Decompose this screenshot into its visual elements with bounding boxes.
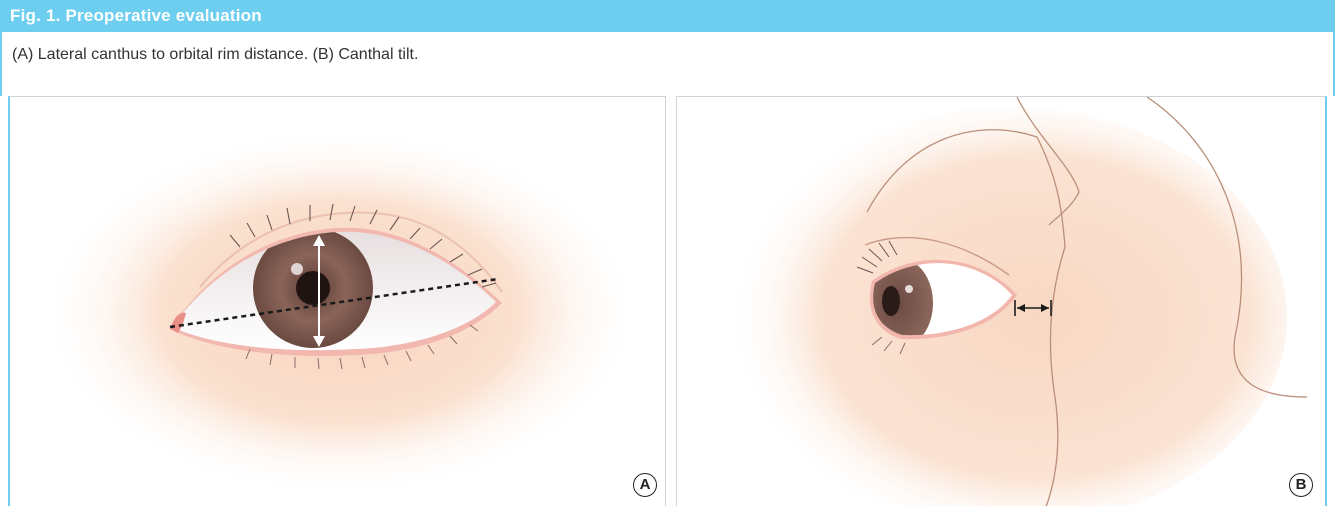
corneal-reflection — [905, 285, 913, 293]
pupil — [882, 286, 900, 316]
caption-bar: (A) Lateral canthus to orbital rim dista… — [0, 32, 1335, 96]
pupil — [296, 271, 330, 305]
lateral-eye-illustration — [677, 97, 1327, 506]
panel-a: A — [8, 96, 666, 506]
panel-b: B — [676, 96, 1327, 506]
frontal-eye-illustration — [10, 97, 666, 506]
figure-caption: (A) Lateral canthus to orbital rim dista… — [12, 46, 418, 64]
panel-label-a: A — [633, 473, 657, 497]
corneal-reflection — [291, 263, 303, 275]
panel-label-b: B — [1289, 473, 1313, 497]
figure-title: Fig. 1. Preoperative evaluation — [0, 0, 1335, 32]
